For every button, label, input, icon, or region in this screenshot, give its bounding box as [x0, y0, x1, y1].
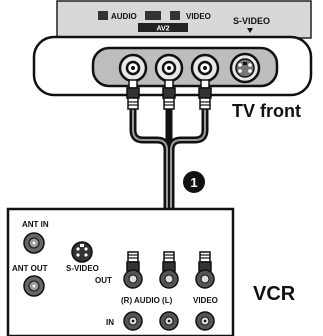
- vcr-plug-audio-r: [126, 251, 140, 272]
- vcr-s-video-label: S-VIDEO: [66, 264, 99, 273]
- tv-audio-port-small: [98, 11, 108, 20]
- tv-plug-video: [198, 79, 212, 110]
- tv-plug-audio-r: [162, 79, 176, 110]
- tv-audio-port-small: [145, 11, 161, 20]
- vcr-ant-out-label: ANT OUT: [12, 264, 48, 273]
- vcr-in-label: IN: [106, 318, 114, 327]
- vcr-caption: VCR: [253, 283, 296, 305]
- tv-jack-audio-l: [118, 53, 148, 83]
- vcr-in-jack-audio-l: [159, 311, 179, 331]
- vcr-ant-in-label: ANT IN: [22, 220, 49, 229]
- tv-front-panel: AUDIO VIDEO S-VIDEO AV2: [32, 0, 313, 97]
- vcr-video-label: VIDEO: [193, 296, 218, 305]
- step-marker: 1: [183, 171, 205, 193]
- tv-jack-audio-r: [154, 53, 184, 83]
- tv-top-bezel: [56, 0, 312, 39]
- vcr-out-jack-audio-r: [123, 269, 143, 289]
- vcr-panel-body: [6, 207, 235, 336]
- vcr-plug-audio-l: [162, 251, 176, 272]
- vcr-audio-label: (R) AUDIO (L): [121, 296, 173, 305]
- tv-s-video-label: S-VIDEO: [233, 16, 270, 26]
- vcr-ant-out-jack: [23, 275, 45, 297]
- vcr-out-jack-video: [195, 269, 215, 289]
- vcr-in-jack-video: [195, 311, 215, 331]
- vcr-s-video-jack: [71, 241, 93, 263]
- vcr-out-jack-audio-l: [159, 269, 179, 289]
- tv-s-video-arrow-icon: [247, 28, 253, 33]
- tv-s-video-jack: [229, 52, 261, 84]
- tv-av-badge-label: AV2: [156, 26, 169, 33]
- tv-audio-label: AUDIO: [111, 12, 137, 21]
- vcr-ant-in-jack: [23, 232, 45, 254]
- vcr-in-jack-audio-r: [123, 311, 143, 331]
- tv-front-caption: TV front: [232, 101, 301, 121]
- vcr-back-panel: ANT IN ANT OUT S-VIDEO: [6, 207, 235, 336]
- tv-av-badge: [138, 23, 188, 32]
- vcr-out-label: OUT: [95, 276, 112, 285]
- step-marker-number: 1: [190, 175, 197, 190]
- vcr-plug-video: [198, 251, 212, 272]
- tv-jack-video: [190, 53, 220, 83]
- tv-video-label: VIDEO: [186, 12, 211, 21]
- tv-plug-audio-l: [126, 79, 140, 110]
- tv-video-port-small: [170, 11, 180, 20]
